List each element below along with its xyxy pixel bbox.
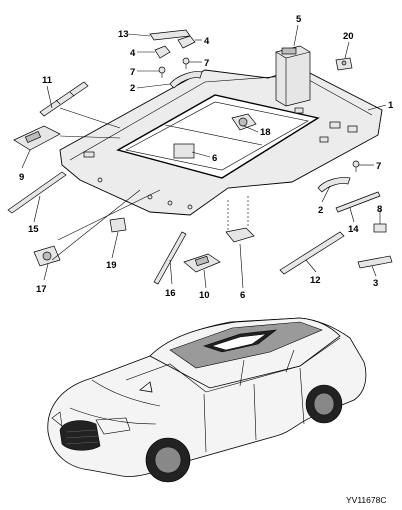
callout-14: 14	[348, 224, 359, 235]
part-15-trim-strip	[7, 171, 67, 214]
callout-12: 12	[310, 275, 321, 286]
callout-2-upper: 2	[130, 83, 135, 94]
figure-code: YV11678C	[346, 495, 386, 505]
callout-6-lower: 6	[240, 290, 245, 301]
part-10-lamp-unit	[183, 253, 221, 273]
callout-5: 5	[296, 14, 302, 25]
part-19-fastener	[109, 217, 127, 233]
callout-7-right: 7	[204, 58, 209, 69]
callout-6-upper: 6	[212, 153, 217, 164]
part-6-spacer-upper	[173, 143, 195, 159]
part-16-wire-strip	[153, 231, 187, 285]
callout-4-left: 4	[130, 48, 136, 59]
part-6-spacer-lower	[225, 196, 255, 243]
callout-17: 17	[36, 284, 47, 295]
callout-19: 19	[106, 260, 117, 271]
callout-20: 20	[343, 31, 354, 42]
callout-11: 11	[42, 75, 53, 86]
part-4-coat-hook-left	[154, 45, 171, 59]
callout-10: 10	[199, 290, 210, 301]
callout-7-left: 7	[130, 67, 135, 78]
part-7-screw-left	[158, 66, 166, 78]
part-9-interior-lamp	[13, 125, 61, 151]
part-20-clip	[335, 57, 353, 71]
headliner-panel	[59, 67, 383, 216]
callout-16: 16	[165, 288, 176, 299]
part-4-coat-hook-right	[177, 35, 196, 49]
vehicle-illustration	[47, 317, 367, 483]
callout-4-right: 4	[204, 36, 210, 47]
part-8-clip	[373, 223, 387, 233]
part-7-screw-lower	[352, 160, 360, 172]
callout-1: 1	[388, 100, 394, 111]
part-18-motor	[231, 113, 257, 131]
leader-lines	[21, 24, 387, 289]
callout-3: 3	[373, 278, 378, 289]
part-2-grab-handle-upper	[169, 71, 203, 89]
callout-2-lower: 2	[318, 205, 323, 216]
part-2-grab-handle-lower	[317, 177, 351, 193]
part-14-bracket	[335, 191, 381, 213]
callout-8: 8	[377, 204, 382, 215]
callout-15: 15	[28, 224, 39, 235]
callout-18: 18	[260, 127, 271, 138]
callout-7-lower: 7	[376, 161, 381, 172]
callout-9: 9	[19, 172, 24, 183]
part-3-clip-strip	[357, 255, 393, 269]
part-5-module-box	[275, 45, 311, 107]
callout-13: 13	[118, 29, 129, 40]
part-7-screw-right	[182, 57, 190, 69]
callout-labels: 13 4 4 7 7 2 5 20 1 11 18 6 7 2 14 8 3 9…	[19, 14, 394, 301]
part-12-rail	[279, 231, 345, 275]
part-17-mount	[33, 245, 61, 267]
